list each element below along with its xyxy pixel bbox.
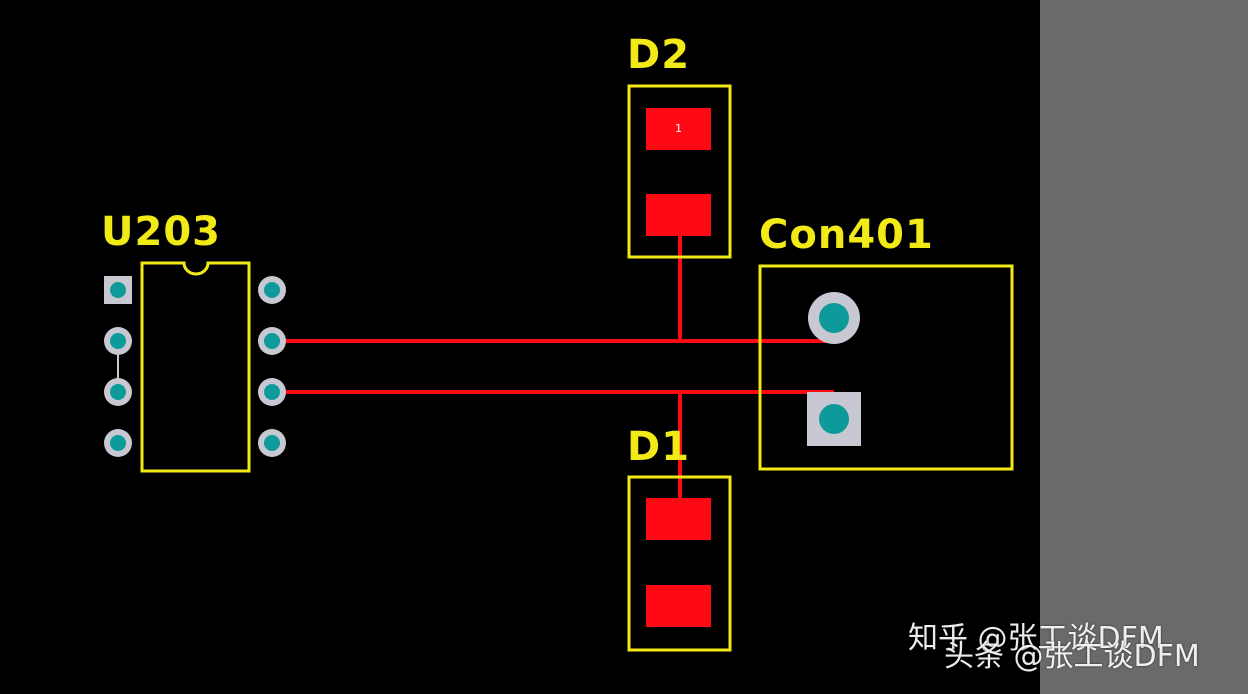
u203-pin1-hole [110, 282, 126, 298]
d1-pad2 [646, 585, 711, 627]
con401-pin2-hole [819, 404, 849, 434]
watermark-toutiao: 头条 @张工谈DFM [944, 639, 1200, 674]
d2-designator: D2 [627, 32, 691, 78]
con401-pin1-hole [819, 303, 849, 333]
d1-footprint [627, 475, 732, 652]
u203-footprint [104, 261, 286, 473]
traces [117, 215, 834, 519]
u203-pin6-hole [264, 384, 280, 400]
con401-designator: Con401 [759, 212, 934, 258]
u203-pin8-hole [264, 282, 280, 298]
u203-designator: U203 [101, 209, 221, 255]
d1-outline [627, 475, 732, 652]
d2-pad2 [646, 194, 711, 236]
watermark-zhihu: 知乎 @张工谈DFM [908, 621, 1164, 656]
u203-pin3-hole [110, 384, 126, 400]
u203-pin4-hole [110, 435, 126, 451]
u203-outline [140, 261, 251, 473]
u203-pin2-hole [110, 333, 126, 349]
u203-pin7-hole [264, 333, 280, 349]
con401-outline [758, 264, 1014, 471]
d2-pad1 [646, 108, 711, 150]
u203-pin5-hole [264, 435, 280, 451]
con401-footprint [758, 264, 1014, 471]
d1-pad1 [646, 498, 711, 540]
side-panel [1040, 0, 1248, 694]
d1-designator: D1 [627, 424, 691, 470]
d2-outline [627, 84, 732, 259]
d2-footprint [627, 84, 732, 259]
d2-pin1-label: 1 [675, 122, 682, 135]
